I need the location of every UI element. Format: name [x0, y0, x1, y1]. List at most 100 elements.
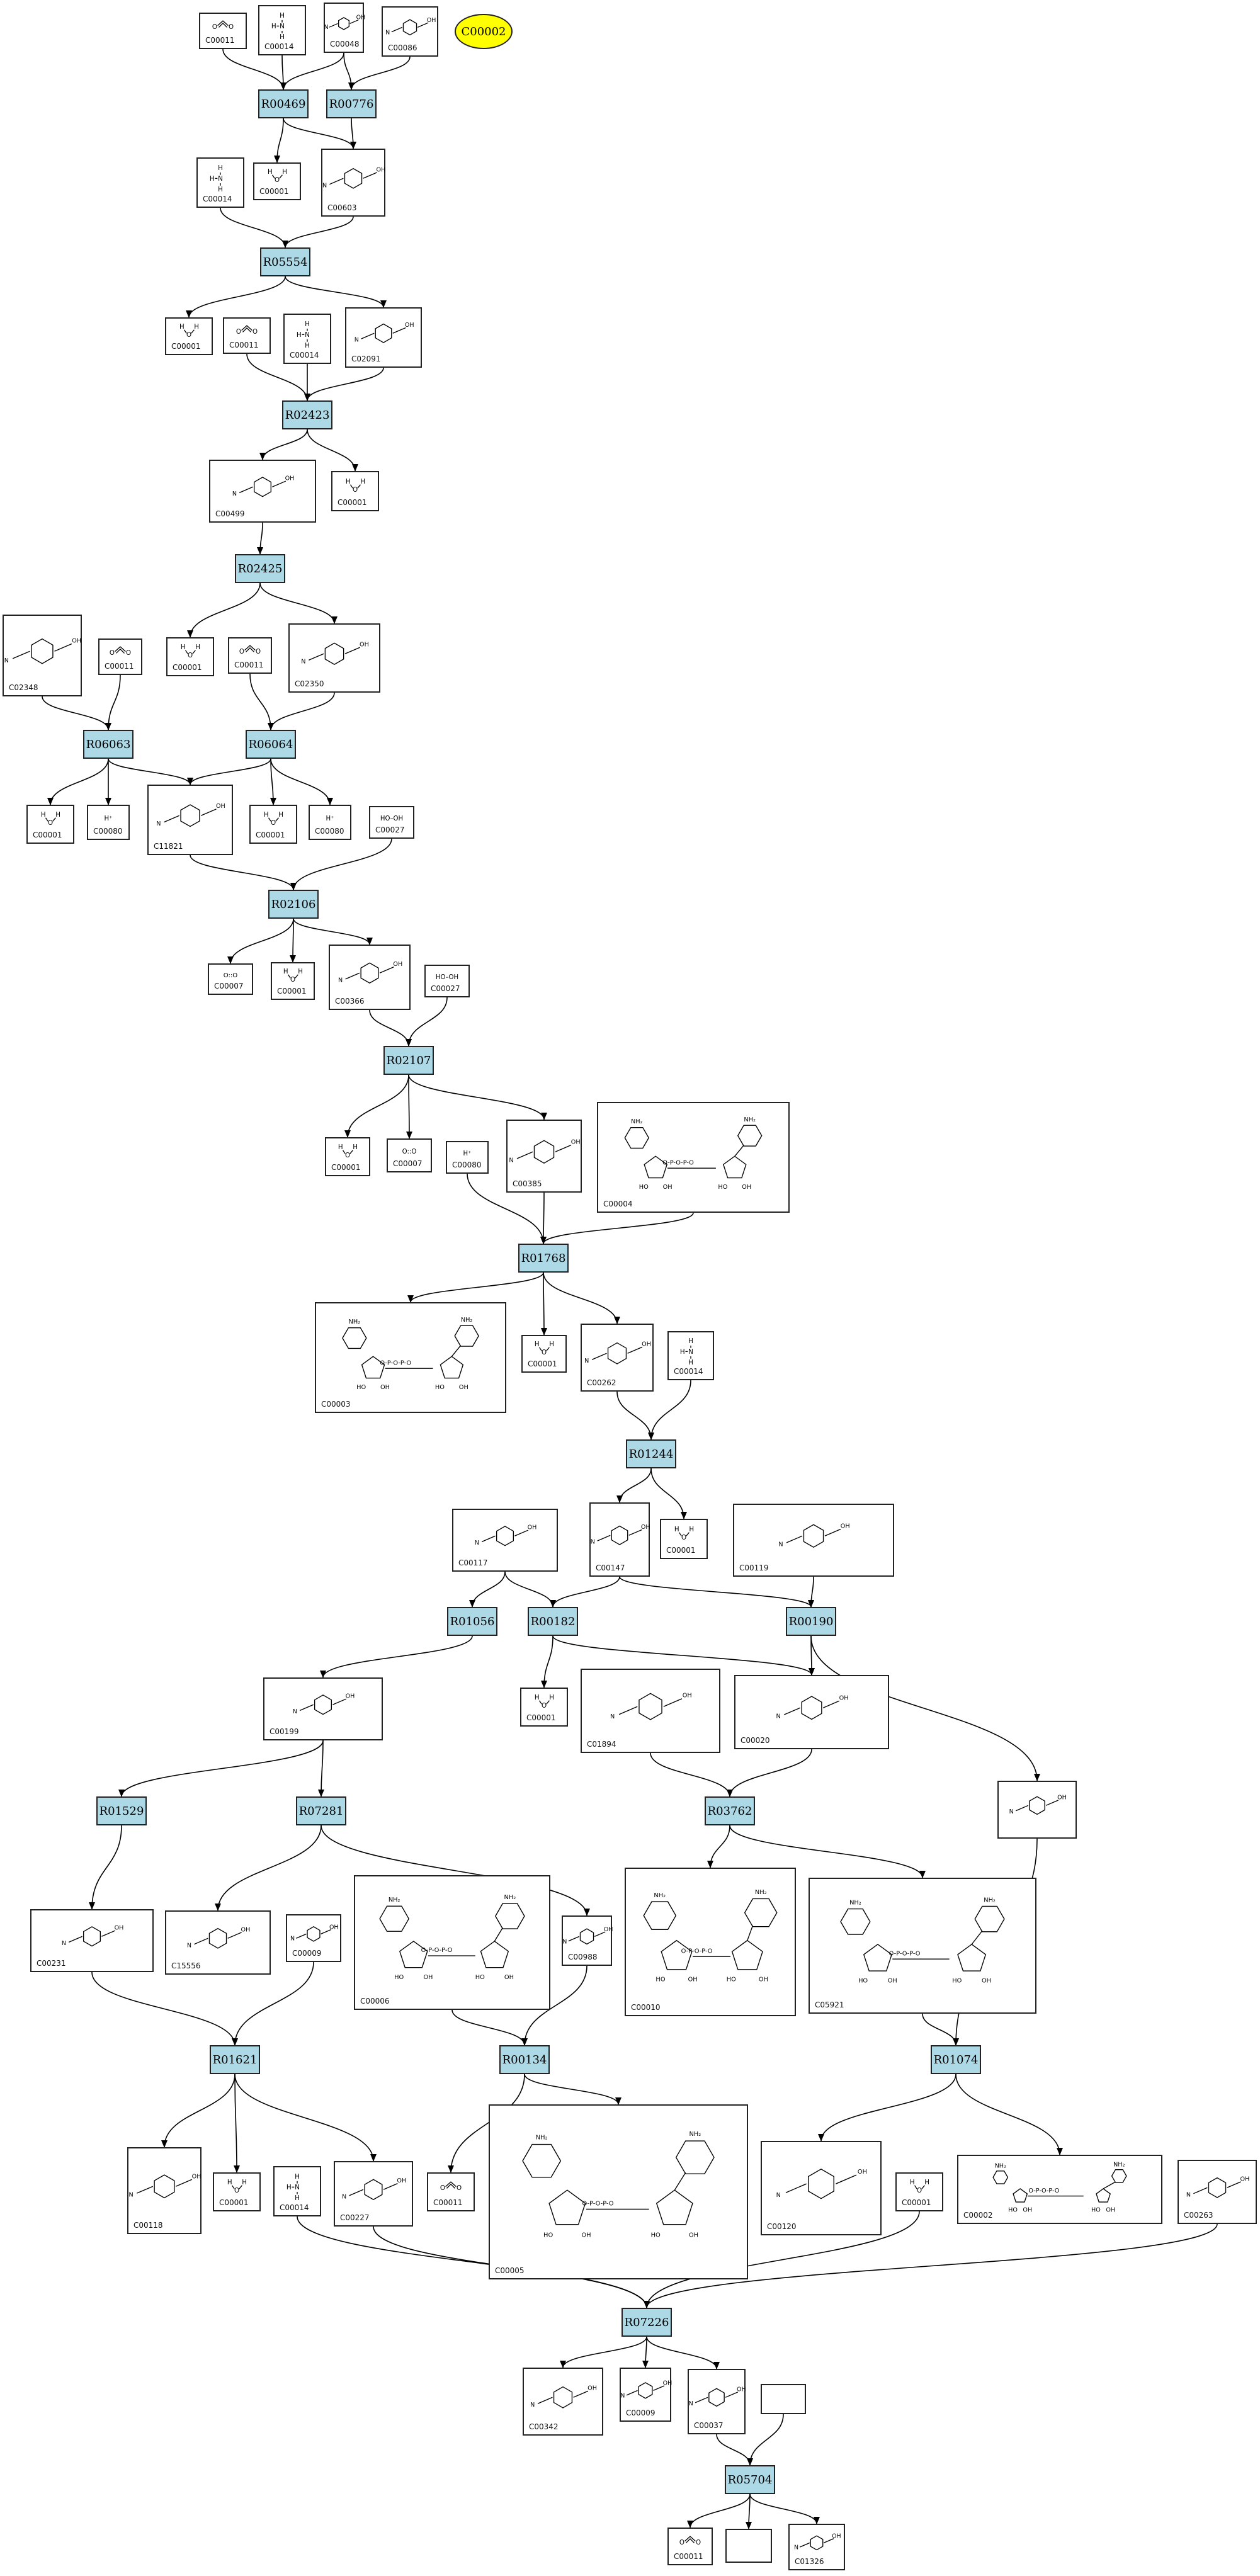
compound-id-label: C00001: [256, 831, 285, 839]
reaction-node[interactable]: R00134: [499, 2045, 550, 2074]
reaction-node[interactable]: R01621: [210, 2045, 260, 2074]
reaction-node[interactable]: R00182: [528, 1607, 578, 1636]
reaction-node[interactable]: R06064: [246, 730, 296, 759]
reaction-node[interactable]: R02107: [383, 1046, 434, 1075]
compound-node[interactable]: H⁺C00080: [309, 805, 351, 840]
reaction-node[interactable]: R00190: [786, 1607, 836, 1636]
compound-node[interactable]: H⁺C00080: [446, 1141, 489, 1174]
edge-arrow: [616, 1468, 652, 1503]
reaction-node[interactable]: R00776: [326, 89, 377, 118]
reaction-node[interactable]: R02106: [268, 890, 319, 919]
edge-arrow: [540, 1212, 694, 1244]
reaction-node[interactable]: R07281: [296, 1796, 346, 1825]
reaction-node[interactable]: R01074: [931, 2045, 981, 2074]
root-compound-node[interactable]: C00002: [455, 14, 513, 49]
reaction-node[interactable]: R06063: [83, 730, 133, 759]
reaction-node[interactable]: R01244: [626, 1439, 676, 1468]
reaction-node[interactable]: R05554: [260, 247, 310, 276]
reaction-node[interactable]: R02425: [235, 554, 285, 583]
reaction-node[interactable]: R00469: [258, 89, 309, 118]
reaction-node[interactable]: R03762: [705, 1796, 755, 1825]
reaction-node[interactable]: R02423: [282, 400, 332, 429]
reaction-node[interactable]: R01056: [447, 1607, 497, 1636]
svg-text:OH: OH: [241, 1926, 251, 1933]
reaction-node[interactable]: R07226: [621, 2308, 672, 2337]
svg-text:OH: OH: [285, 475, 295, 482]
reaction-node[interactable]: R01768: [518, 1244, 569, 1273]
reaction-node[interactable]: R05704: [725, 2465, 775, 2494]
compound-node[interactable]: H⁺C00080: [87, 805, 130, 840]
svg-text:OH: OH: [192, 2173, 201, 2180]
compound-id-label: C00001: [902, 2198, 931, 2207]
reaction-node[interactable]: R01529: [96, 1796, 147, 1825]
compound-node[interactable]: [725, 2529, 772, 2563]
compound-node[interactable]: [761, 2384, 806, 2414]
